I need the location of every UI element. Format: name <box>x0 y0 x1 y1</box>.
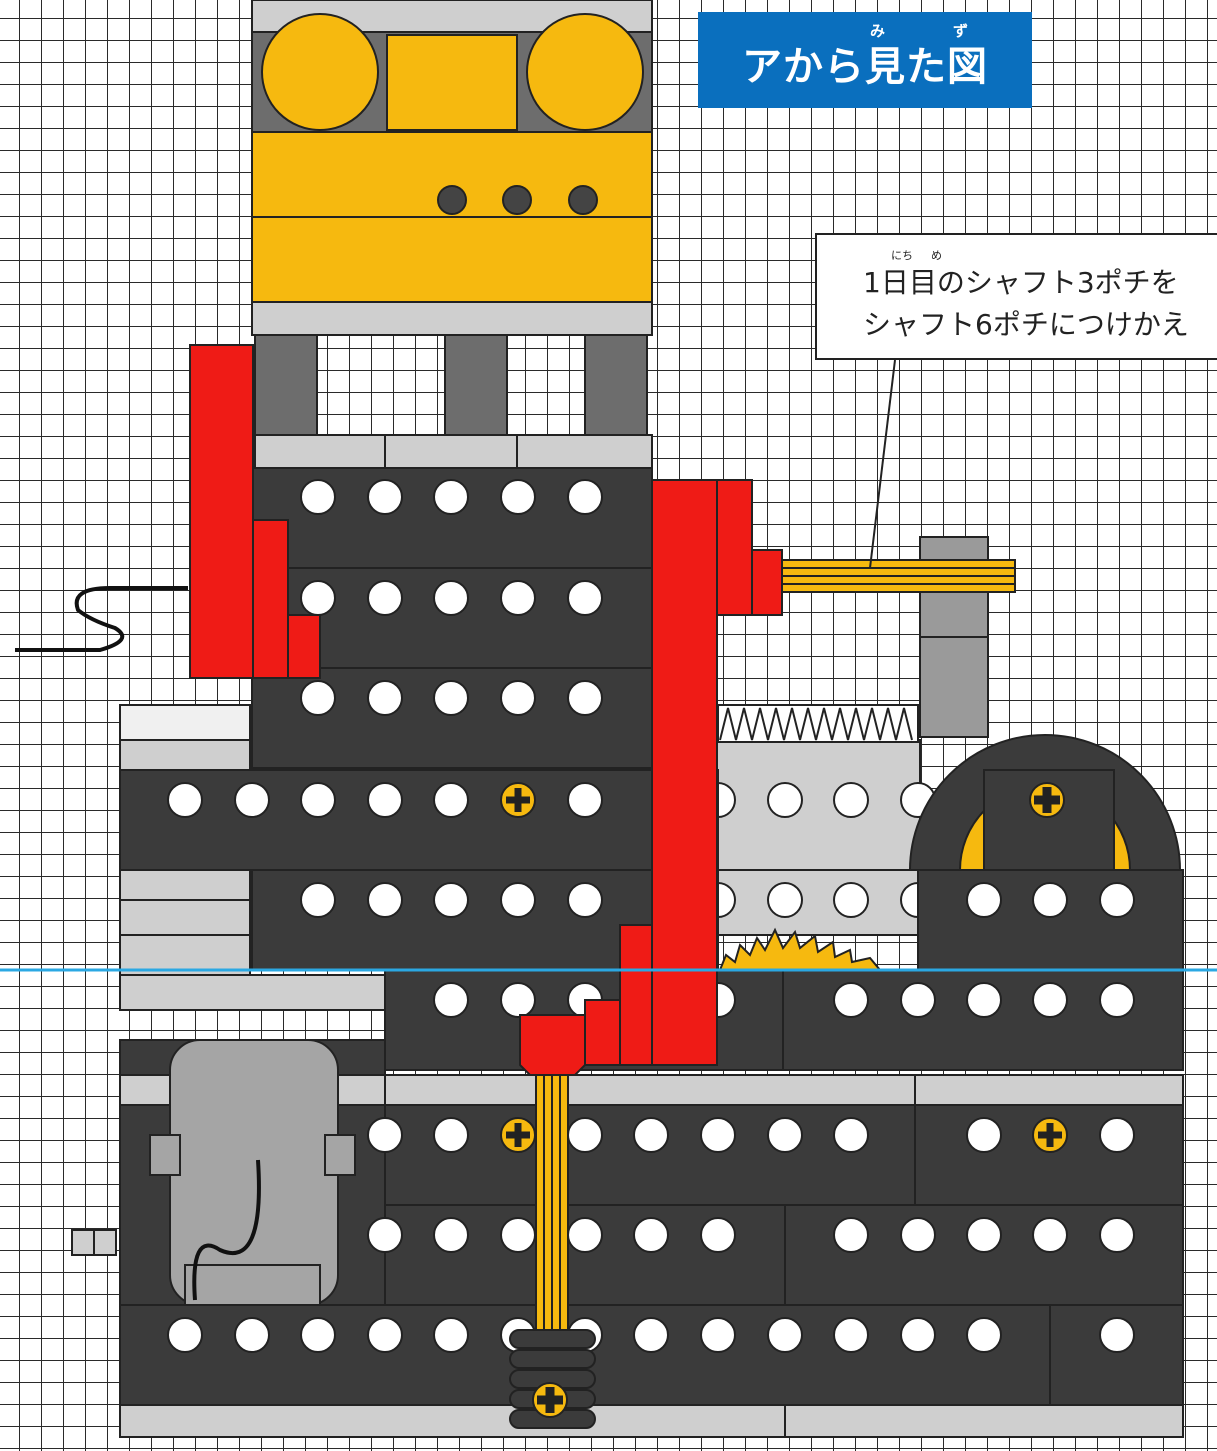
note-box: にち め 1日目のシャフト3ポチを シャフト6ポチにつけかえ <box>815 233 1217 360</box>
motor <box>71 1039 356 1306</box>
title-ruby-mi: み <box>870 22 887 40</box>
crown-gear <box>718 927 883 971</box>
support-pillars <box>251 301 653 469</box>
shaft-horizontal <box>779 559 1016 593</box>
title-text: アから見た図 <box>742 44 988 90</box>
note-line-1: 1日目のシャフト3ポチを <box>863 266 1179 299</box>
note-ruby-me: め <box>931 249 942 262</box>
shaft-vertical <box>535 1039 569 1371</box>
battery-box <box>251 13 653 303</box>
title-box: み ず アから見た図 <box>698 12 1032 108</box>
wheel <box>908 734 1182 871</box>
leader-line <box>869 359 896 569</box>
red-crank-left <box>189 344 321 679</box>
gray-beam-right <box>700 739 936 936</box>
note-ruby-nichi: にち <box>891 249 913 262</box>
title-ruby: み ず <box>698 20 1032 40</box>
title-ruby-zu: ず <box>953 22 970 40</box>
rack-gear <box>717 704 919 743</box>
wire <box>15 586 188 652</box>
note-line-2: シャフト6ポチにつけかえ <box>863 308 1189 341</box>
red-crank-right <box>519 479 783 1076</box>
bushing <box>509 1329 596 1429</box>
